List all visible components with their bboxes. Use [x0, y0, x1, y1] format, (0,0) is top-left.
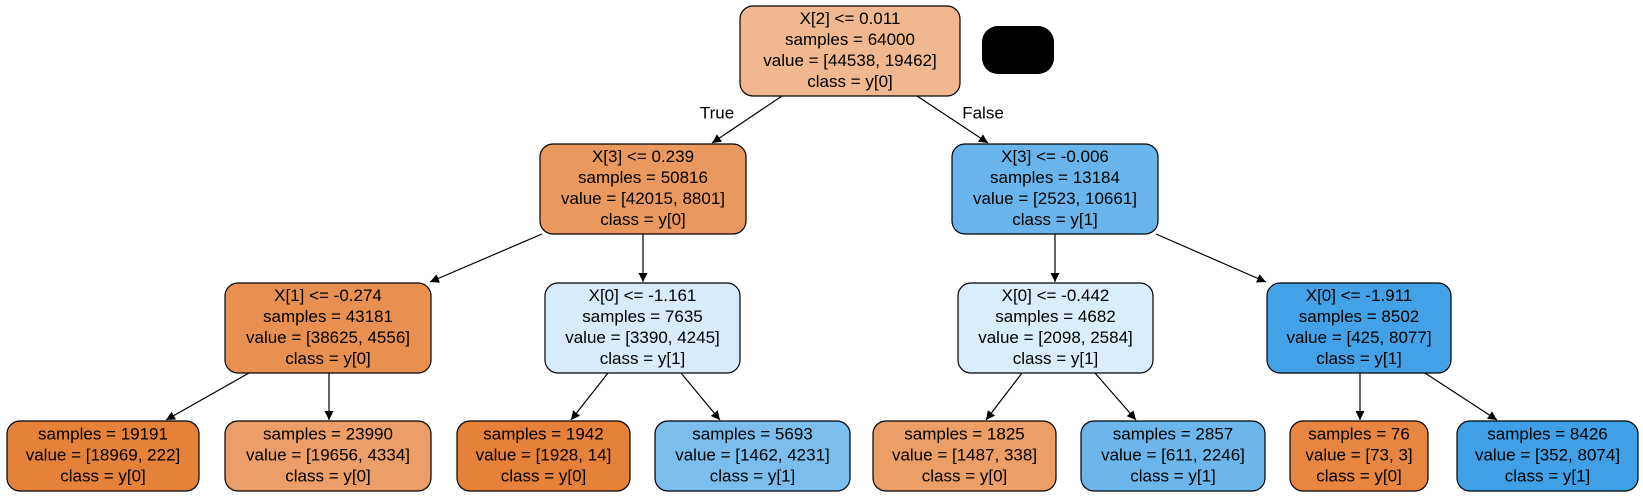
tree-node-text: class = y[1] [1013, 349, 1099, 368]
tree-node-text: value = [73, 3] [1305, 445, 1412, 464]
tree-node-text: class = y[1] [1505, 466, 1591, 485]
tree-node-text: value = [3390, 4245] [565, 328, 720, 347]
tree-node-text: class = y[1] [710, 466, 796, 485]
tree-node-n14: samples = 8426 value = [352, 8074] class =… [1456, 420, 1639, 492]
tree-node-n10: samples = 5693 value = [1462, 4231] class … [654, 420, 851, 492]
tree-node-n0: X[2] <= 0.011 samples = 64000 value = [445… [739, 5, 961, 97]
tree-node-text: class = y[0] [922, 466, 1008, 485]
edge-label-false: False [962, 103, 1004, 122]
tree-node-text: value = [611, 2246] [1101, 445, 1245, 464]
edge-n4-n10 [680, 372, 721, 421]
tree-node-text: class = y[0] [807, 72, 893, 91]
tree-node-text: X[1] <= -0.274 [274, 286, 382, 305]
tree-node-box [544, 282, 741, 374]
tree-node-text: samples = 1825 [904, 424, 1025, 443]
tree-node-box [539, 143, 747, 235]
tree-node-text: samples = 1942 [483, 424, 604, 443]
tree-node-text: samples = 43181 [263, 307, 393, 326]
tree-node-text: value = [425, 8077] [1286, 328, 1431, 347]
tree-node-text: class = y[0] [501, 466, 587, 485]
edge-n0-n1 [711, 95, 783, 144]
tree-node-n12: samples = 2857 value = [611, 2246] class =… [1080, 420, 1266, 492]
tree-node-box [654, 420, 851, 492]
tree-node-text: class = y[0] [1316, 466, 1402, 485]
tree-node-n13: samples = 76 value = [73, 3] class = y[0] [1289, 420, 1429, 492]
tree-node-box [872, 420, 1057, 492]
tree-node-text: samples = 5693 [692, 424, 813, 443]
tree-node-text: samples = 64000 [785, 30, 915, 49]
tree-node-text: value = [44538, 19462] [763, 51, 936, 70]
tree-node-text: X[0] <= -1.911 [1306, 286, 1412, 305]
tree-node-n5: X[0] <= -0.442 samples = 4682 value = [209… [957, 282, 1154, 374]
tree-node-text: X[0] <= -1.161 [589, 286, 697, 305]
edge-n6-n14 [1424, 372, 1498, 421]
tree-node-text: X[0] <= -0.442 [1002, 286, 1110, 305]
tree-node-text: class = y[0] [285, 349, 371, 368]
tree-node-box [224, 420, 432, 492]
tree-node-n3: X[1] <= -0.274 samples = 43181 value = [38… [224, 282, 432, 374]
tree-node-box [951, 143, 1159, 235]
edge-n5-n11 [985, 372, 1023, 421]
tree-node-box [957, 282, 1154, 374]
tree-node-text: X[3] <= -0.006 [1001, 147, 1109, 166]
edge-n4-n9 [570, 372, 609, 421]
tree-node-text: class = y[1] [1130, 466, 1216, 485]
tree-node-text: samples = 7635 [582, 307, 703, 326]
tree-node-n8: samples = 23990 value = [19656, 4334] clas… [224, 420, 432, 492]
tree-node-n9: samples = 1942 value = [1928, 14] class = … [456, 420, 631, 492]
edge-label-true: True [700, 103, 734, 122]
tree-node-box [456, 420, 631, 492]
redaction-box [982, 26, 1054, 74]
tree-node-text: samples = 50816 [578, 168, 708, 187]
edge-n0-n2 [916, 95, 989, 144]
edge-n5-n12 [1094, 372, 1137, 421]
tree-node-text: class = y[0] [60, 466, 146, 485]
tree-node-text: value = [1462, 4231] [675, 445, 830, 464]
tree-node-box [739, 5, 961, 97]
tree-node-text: samples = 19191 [38, 424, 168, 443]
tree-node-text: value = [42015, 8801] [561, 189, 725, 208]
tree-node-text: class = y[0] [285, 466, 371, 485]
tree-node-text: value = [352, 8074] [1475, 445, 1620, 464]
tree-node-text: value = [18969, 222] [26, 445, 181, 464]
tree-node-text: value = [2523, 10661] [973, 189, 1137, 208]
tree-node-text: class = y[1] [1316, 349, 1402, 368]
tree-node-n6: X[0] <= -1.911 samples = 8502 value = [425… [1266, 282, 1452, 374]
tree-node-text: class = y[1] [600, 349, 686, 368]
tree-node-box [1456, 420, 1639, 492]
edge-n1-n3 [429, 233, 543, 283]
tree-node-text: class = y[0] [600, 210, 686, 229]
tree-node-text: value = [38625, 4556] [246, 328, 410, 347]
tree-node-text: value = [1487, 338] [892, 445, 1037, 464]
tree-node-text: samples = 8426 [1487, 424, 1608, 443]
tree-node-n2: X[3] <= -0.006 samples = 13184 value = [25… [951, 143, 1159, 235]
tree-node-n1: X[3] <= 0.239 samples = 50816 value = [420… [539, 143, 747, 235]
tree-node-text: X[2] <= 0.011 [800, 9, 901, 28]
tree-node-box [1080, 420, 1266, 492]
tree-node-text: value = [1928, 14] [476, 445, 612, 464]
tree-node-text: samples = 13184 [990, 168, 1120, 187]
tree-node-text: value = [19656, 4334] [246, 445, 410, 464]
edge-n3-n7 [165, 372, 250, 421]
tree-node-text: samples = 76 [1308, 424, 1410, 443]
tree-node-n7: samples = 19191 value = [18969, 222] class… [6, 420, 200, 492]
tree-node-text: samples = 23990 [263, 424, 393, 443]
tree-node-text: class = y[1] [1012, 210, 1098, 229]
tree-node-text: X[3] <= 0.239 [592, 147, 694, 166]
tree-node-text: samples = 4682 [995, 307, 1116, 326]
tree-node-box [224, 282, 432, 374]
tree-node-box [1289, 420, 1429, 492]
tree-node-text: samples = 8502 [1299, 307, 1420, 326]
tree-node-n11: samples = 1825 value = [1487, 338] class =… [872, 420, 1057, 492]
tree-node-text: value = [2098, 2584] [978, 328, 1133, 347]
edge-n2-n6 [1155, 233, 1267, 283]
tree-node-n4: X[0] <= -1.161 samples = 7635 value = [339… [544, 282, 741, 374]
tree-node-box [6, 420, 200, 492]
tree-node-box [1266, 282, 1452, 374]
tree-node-text: samples = 2857 [1113, 424, 1234, 443]
